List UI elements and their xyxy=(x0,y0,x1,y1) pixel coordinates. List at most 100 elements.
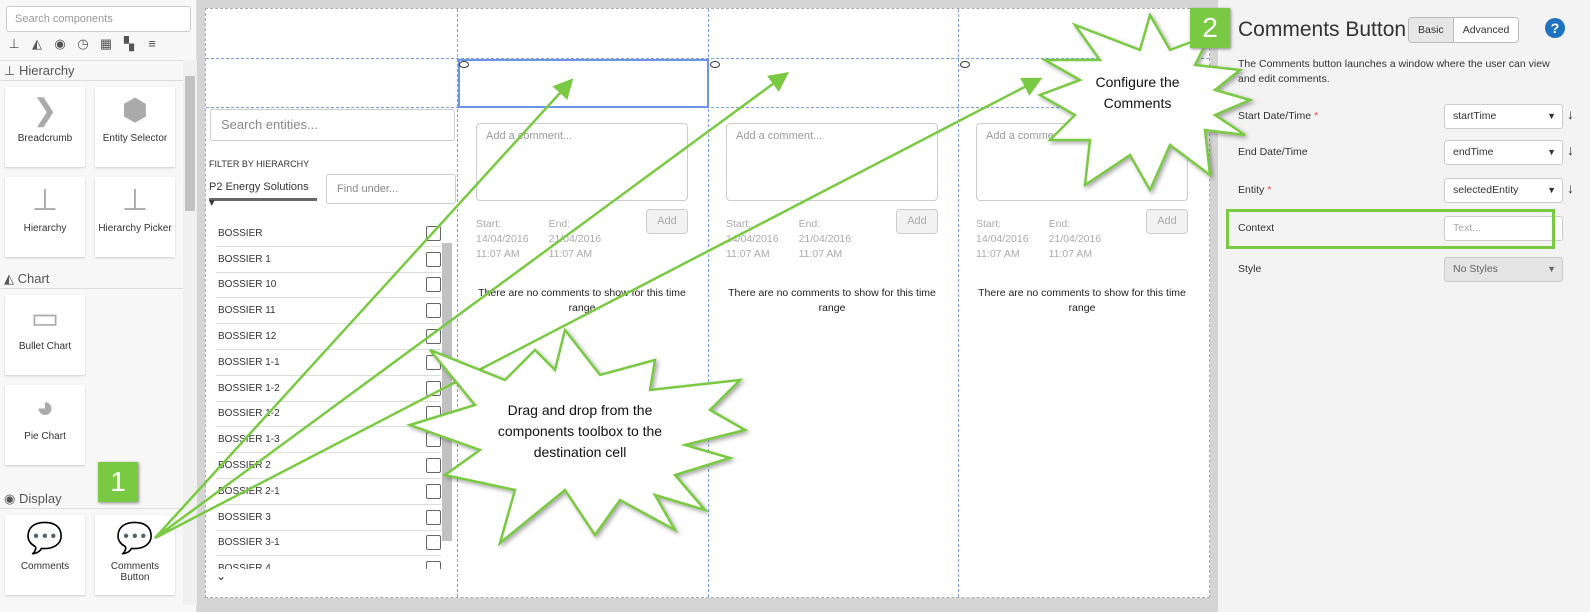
start-time-select[interactable]: startTime▼ xyxy=(1444,104,1563,129)
bind-arrow-icon[interactable]: ↓ xyxy=(1567,142,1574,158)
description: The Comments button launches a window wh… xyxy=(1238,58,1550,85)
bullet-chart-icon: ▭ xyxy=(30,301,60,335)
dashboard-canvas: Search entities... FILTER BY HIERARCHY P… xyxy=(205,8,1210,598)
entity-checkbox[interactable] xyxy=(426,432,441,448)
entity-row[interactable]: BOSSIER 3-1 xyxy=(216,531,441,557)
mode-toggle: Basic Advanced xyxy=(1408,17,1520,43)
selected-cell[interactable] xyxy=(458,59,709,108)
entity-row[interactable]: BOSSIER 3 xyxy=(216,505,441,531)
entity-label: BOSSIER xyxy=(218,227,263,239)
tile-hierarchy-picker[interactable]: ⊥Hierarchy Picker xyxy=(95,177,175,257)
tile-label: Hierarchy xyxy=(23,223,67,234)
clock-filter-icon[interactable]: ◷ xyxy=(77,36,89,51)
add-comment-button[interactable]: Add xyxy=(646,209,688,234)
entity-label: BOSSIER 1-2 xyxy=(218,408,280,420)
entity-checkbox[interactable] xyxy=(426,535,441,551)
tile-comments[interactable]: 💬Comments xyxy=(5,515,85,595)
tile-entity-selector[interactable]: ⬢Entity Selector xyxy=(95,87,175,167)
entity-row[interactable]: BOSSIER 1 xyxy=(216,247,441,273)
comment-button-icon[interactable] xyxy=(960,61,970,68)
sliders-filter-icon[interactable]: ≡ xyxy=(148,36,156,51)
entity-checkbox[interactable] xyxy=(426,225,441,241)
start-date: 14/04/2016 xyxy=(476,233,529,245)
add-comment-button[interactable]: Add xyxy=(1146,209,1188,234)
bind-arrow-icon[interactable]: ↓ xyxy=(1567,106,1574,122)
end-label: End: xyxy=(1048,218,1071,230)
comment-textarea[interactable]: Add a comment... xyxy=(476,123,688,201)
find-under-input[interactable]: Find under... xyxy=(326,174,456,204)
field-label: End Date/Time xyxy=(1238,146,1308,158)
tile-label: Entity Selector xyxy=(102,133,168,144)
entity-label: BOSSIER 3-1 xyxy=(218,537,280,549)
entity-row[interactable]: BOSSIER 11 xyxy=(216,298,441,325)
entity-checkbox[interactable] xyxy=(426,509,441,525)
eye-filter-icon[interactable]: ◉ xyxy=(54,36,66,51)
comment-textarea[interactable]: Add a comment... xyxy=(976,123,1188,201)
entity-checkbox[interactable] xyxy=(426,251,441,267)
section-display[interactable]: ◉ Display xyxy=(0,489,183,509)
table-filter-icon[interactable]: ▦ xyxy=(99,36,113,51)
entity-checkbox[interactable] xyxy=(426,277,441,293)
comment-textarea[interactable]: Add a comment... xyxy=(726,123,938,201)
entity-checkbox[interactable] xyxy=(426,561,441,569)
tile-hierarchy[interactable]: ⊥Hierarchy xyxy=(5,177,85,257)
grid-filter-icon[interactable]: ▚ xyxy=(124,36,134,51)
tile-pie-chart[interactable]: ◕Pie Chart xyxy=(5,385,85,465)
comment-button-icon[interactable] xyxy=(710,61,720,68)
help-icon[interactable]: ? xyxy=(1545,18,1565,38)
section-title: Hierarchy xyxy=(18,63,75,78)
entity-checkbox[interactable] xyxy=(426,354,441,370)
advanced-tab[interactable]: Advanced xyxy=(1453,18,1519,42)
entity-row[interactable]: BOSSIER 1-3 xyxy=(216,427,441,454)
category-filter-bar: ⊥ ◭ ◉ ◷ ▦ ▚ ≡ xyxy=(6,37,160,51)
end-date: 21/04/2016 xyxy=(1048,233,1102,245)
add-comment-button[interactable]: Add xyxy=(896,209,938,234)
entity-row[interactable]: BOSSIER 1-2 xyxy=(216,402,441,428)
entity-row[interactable]: BOSSIER 1-2 xyxy=(216,376,441,402)
entity-checkbox[interactable] xyxy=(426,303,441,319)
entity-label: BOSSIER 4 xyxy=(218,563,271,569)
comment-button-icon[interactable] xyxy=(459,61,469,68)
section-chart[interactable]: ◭ Chart xyxy=(0,269,183,289)
end-time-select[interactable]: endTime▼ xyxy=(1444,140,1563,165)
toolbox-scrollbar[interactable] xyxy=(183,60,197,605)
field-label: Style xyxy=(1238,263,1262,275)
entity-row[interactable]: BOSSIER 2 xyxy=(216,453,441,479)
entity-label: BOSSIER 11 xyxy=(218,305,276,317)
hierarchy-filter-icon[interactable]: ⊥ xyxy=(8,36,20,51)
basic-tab[interactable]: Basic xyxy=(1409,18,1454,42)
tile-label: Comments xyxy=(20,561,70,572)
chevron-down-icon[interactable]: ⌄ xyxy=(216,569,227,583)
entity-row[interactable]: BOSSIER 12 xyxy=(216,324,441,350)
entity-checkbox[interactable] xyxy=(426,406,441,422)
tile-bullet-chart[interactable]: ▭Bullet Chart xyxy=(5,295,85,375)
entity-row[interactable]: BOSSIER xyxy=(216,221,441,247)
entity-select[interactable]: selectedEntity▼ xyxy=(1444,178,1563,203)
entity-list-scrollbar[interactable] xyxy=(441,231,453,569)
empty-message: There are no comments to show for this t… xyxy=(728,287,936,314)
chart-filter-icon[interactable]: ◭ xyxy=(32,36,42,51)
search-components-input[interactable]: Search components xyxy=(6,6,191,32)
entity-row[interactable]: BOSSIER 1-1 xyxy=(216,350,441,376)
bind-arrow-icon[interactable]: ↓ xyxy=(1567,180,1574,196)
entity-checkbox[interactable] xyxy=(426,458,441,474)
empty-message: There are no comments to show for this t… xyxy=(478,287,686,314)
entity-checkbox[interactable] xyxy=(426,483,441,499)
required-marker: * xyxy=(1314,110,1319,122)
field-start-time: Start Date/Time *startTime▼↓ xyxy=(1238,104,1574,130)
select-value: No Styles xyxy=(1453,263,1498,275)
section-hierarchy[interactable]: ⊥ Hierarchy xyxy=(0,61,183,81)
search-entities-input[interactable]: Search entities... xyxy=(210,109,455,141)
entity-row[interactable]: BOSSIER 10 xyxy=(216,273,441,299)
start-date: 14/04/2016 xyxy=(726,233,779,245)
style-select[interactable]: No Styles▼ xyxy=(1444,257,1563,282)
entity-checkbox[interactable] xyxy=(426,380,441,396)
hierarchy-dropdown[interactable]: P2 Energy Solutions ▾ xyxy=(209,179,317,209)
tile-breadcrumb[interactable]: ❯Breadcrumb xyxy=(5,87,85,167)
entity-checkbox[interactable] xyxy=(426,329,441,345)
entity-row[interactable]: BOSSIER 2-1 xyxy=(216,479,441,505)
tile-comments-button[interactable]: 💬Comments Button xyxy=(95,515,175,595)
entity-row[interactable]: BOSSIER 4 xyxy=(216,556,441,569)
context-input[interactable]: Text... xyxy=(1444,216,1563,241)
